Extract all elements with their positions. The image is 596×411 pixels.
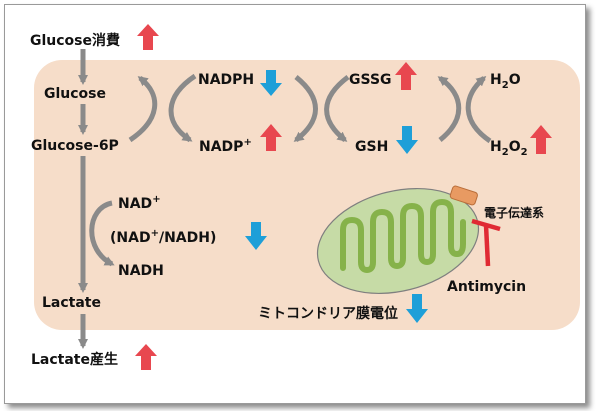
nad-ratio-label: (NAD+/NADH)	[110, 228, 216, 246]
nad-plus-label: NAD+	[118, 194, 161, 212]
nadh-label: NADH	[118, 263, 164, 279]
mitochondria-cristae	[340, 199, 466, 273]
lactate-production-up-arrow	[135, 344, 157, 370]
mito-potential-down-arrow	[406, 294, 428, 323]
lactate-production-label: Lactate産生	[31, 351, 118, 368]
h2o2-label: H2O2	[490, 139, 528, 158]
gssg-up-arrow	[395, 62, 417, 90]
h2o-label: H2O	[490, 72, 521, 91]
gsh-to-gssg-curve	[437, 75, 462, 142]
h2o2-up-arrow	[530, 125, 552, 154]
nadp-plus-up-arrow	[260, 124, 282, 151]
glucose-6p-label: Glucose-6P	[31, 138, 119, 154]
electron-transport-chain-label: 電子伝達系	[484, 205, 544, 220]
antimycin-inhibitor-stem	[483, 224, 491, 267]
nad-ratio-down-arrow	[245, 222, 267, 250]
electron-transport-chain-block	[449, 185, 478, 206]
nadp-plus-label: NADP+	[199, 137, 252, 155]
g6p-nadp-curve-up	[128, 76, 158, 143]
gssg-label: GSSG	[349, 72, 392, 88]
nadph-to-nadp-curve	[293, 75, 318, 142]
gssg-to-gsh-curve	[324, 75, 350, 142]
glucose-consumption-up-arrow	[137, 24, 159, 50]
mito-membrane-potential-label: ミトコンドリア膜電位	[258, 305, 398, 322]
lactate-label: Lactate	[42, 295, 101, 311]
glucose-label: Glucose	[44, 86, 106, 102]
nadph-nadp-curve-down	[168, 73, 197, 143]
gsh-down-arrow	[396, 126, 418, 154]
glucose-consumption-label: Glucose消費	[30, 32, 120, 49]
nadph-down-arrow	[260, 70, 282, 96]
h2o2-to-h2o-curve	[465, 76, 492, 144]
antimycin-label: Antimycin	[447, 279, 526, 295]
gsh-label: GSH	[355, 139, 388, 155]
nadph-label: NADPH	[198, 72, 254, 88]
nad-nadh-conversion-arrow	[89, 200, 115, 267]
